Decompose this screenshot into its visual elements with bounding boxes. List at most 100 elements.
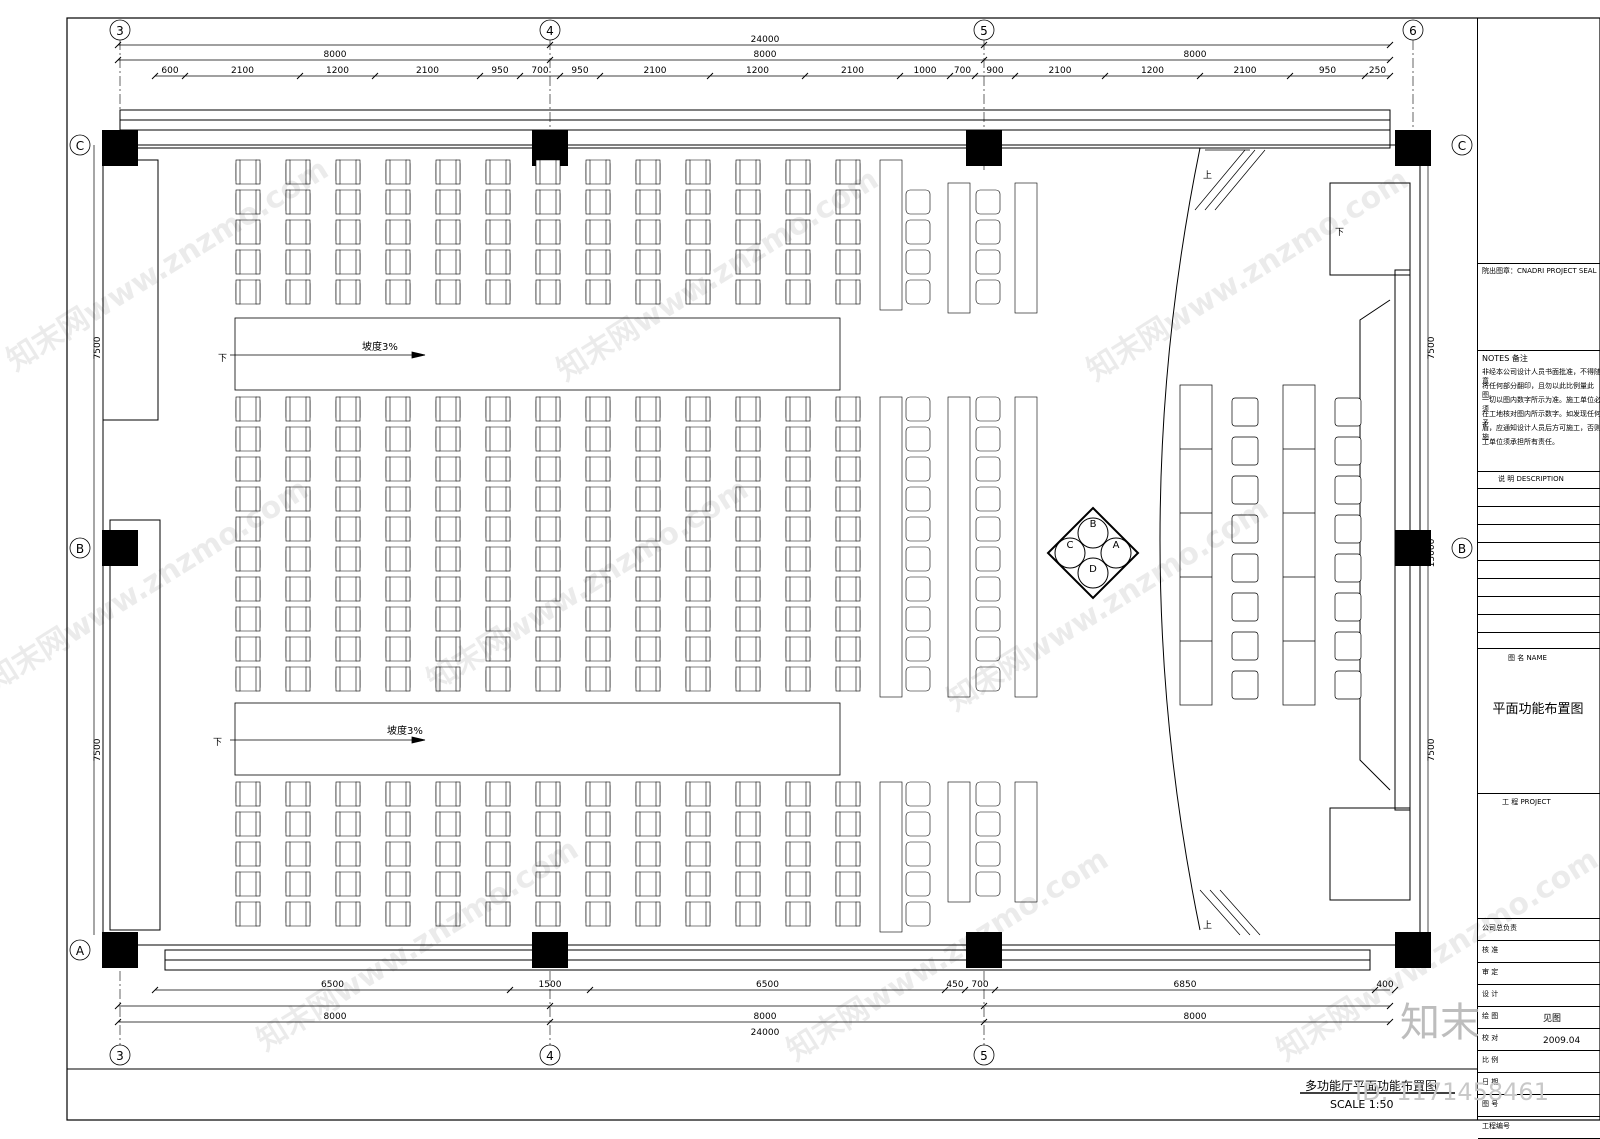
description-rule <box>1478 542 1600 543</box>
auditorium-seat <box>335 189 361 215</box>
auditorium-seat <box>785 781 811 807</box>
auditorium-seat <box>585 486 611 512</box>
dim-detail: 2100 <box>416 66 439 76</box>
auditorium-seat <box>485 486 511 512</box>
auditorium-seat <box>385 781 411 807</box>
auditorium-seat <box>835 396 861 422</box>
slope-label-upper: 坡度3% <box>362 340 398 353</box>
sign-row-label: 核 准 <box>1482 946 1499 954</box>
auditorium-seat <box>975 781 1001 807</box>
auditorium-seat <box>905 811 931 837</box>
auditorium-seat <box>735 159 761 185</box>
axis-label: 5 <box>980 1049 988 1063</box>
auditorium-seat <box>905 841 931 867</box>
auditorium-seat <box>435 841 461 867</box>
desk-strip <box>879 159 903 311</box>
date-value: 2009.04 <box>1543 1036 1581 1046</box>
sign-row-label: 绘 图 <box>1482 1012 1499 1020</box>
sign-row-label: 公司总负责 <box>1482 924 1517 932</box>
auditorium-seat <box>385 606 411 632</box>
auditorium-seat <box>585 841 611 867</box>
sign-row-label: 日 期 <box>1482 1078 1499 1086</box>
auditorium-seat <box>785 576 811 602</box>
auditorium-seat <box>685 841 711 867</box>
sign-row-rule <box>1478 1116 1600 1117</box>
auditorium-seat <box>285 576 311 602</box>
auditorium-seat <box>785 546 811 572</box>
auditorium-seat <box>485 456 511 482</box>
auditorium-seat <box>485 546 511 572</box>
auditorium-seat <box>635 546 661 572</box>
auditorium-seat <box>235 811 261 837</box>
auditorium-seat <box>585 396 611 422</box>
auditorium-seat <box>335 901 361 927</box>
stage-chair <box>1334 475 1362 505</box>
auditorium-seat <box>485 396 511 422</box>
auditorium-seat <box>685 426 711 452</box>
auditorium-seat <box>335 219 361 245</box>
auditorium-seat <box>835 486 861 512</box>
desk-strip <box>947 781 971 903</box>
auditorium-seat <box>835 279 861 305</box>
down-mark-upper: 下 <box>218 354 227 364</box>
auditorium-seat <box>785 811 811 837</box>
auditorium-seat <box>285 396 311 422</box>
auditorium-seat <box>535 249 561 275</box>
structural-column <box>966 130 1002 166</box>
stage-chair <box>1334 514 1362 544</box>
auditorium-seat <box>785 841 811 867</box>
auditorium-seat <box>235 841 261 867</box>
name-label: 图 名 NAME <box>1508 654 1547 662</box>
auditorium-seat <box>385 219 411 245</box>
auditorium-seat <box>975 426 1001 452</box>
auditorium-seat <box>635 841 661 867</box>
auditorium-seat <box>905 636 931 662</box>
dim-left: 7500 <box>93 738 103 761</box>
auditorium-seat <box>285 871 311 897</box>
auditorium-seat <box>835 636 861 662</box>
auditorium-seat <box>585 666 611 692</box>
auditorium-seat <box>385 189 411 215</box>
desk-strip <box>879 396 903 698</box>
notes-line: 盾，应通知设计人员后方可施工，否则施 <box>1482 424 1600 441</box>
auditorium-seat <box>435 426 461 452</box>
axis-label: 6 <box>1409 24 1417 38</box>
auditorium-seat <box>435 486 461 512</box>
lift-label-b: B <box>1090 519 1097 530</box>
auditorium-seat <box>535 606 561 632</box>
auditorium-seat <box>385 841 411 867</box>
auditorium-seat <box>975 871 1001 897</box>
auditorium-seat <box>735 456 761 482</box>
dim-detail: 1200 <box>326 66 349 76</box>
notes-line: 工单位须承担所有责任。 <box>1482 438 1559 446</box>
auditorium-seat <box>235 781 261 807</box>
auditorium-seat <box>785 279 811 305</box>
auditorium-seat <box>535 811 561 837</box>
dim-detail: 2100 <box>1049 66 1072 76</box>
auditorium-seat <box>335 486 361 512</box>
auditorium-seat <box>685 901 711 927</box>
dim-detail: 2100 <box>841 66 864 76</box>
auditorium-seat <box>975 636 1001 662</box>
auditorium-seat <box>335 636 361 662</box>
auditorium-seat <box>835 666 861 692</box>
auditorium-seat <box>335 426 361 452</box>
auditorium-seat <box>635 486 661 512</box>
auditorium-seat <box>975 456 1001 482</box>
auditorium-seat <box>535 189 561 215</box>
auditorium-seat <box>975 189 1001 215</box>
auditorium-seat <box>975 219 1001 245</box>
auditorium-seat <box>905 249 931 275</box>
auditorium-seat <box>535 781 561 807</box>
lift-label-a: A <box>1113 540 1120 551</box>
auditorium-seat <box>785 159 811 185</box>
auditorium-seat <box>835 546 861 572</box>
axis-label: 4 <box>546 1049 554 1063</box>
auditorium-seat <box>735 486 761 512</box>
auditorium-seat <box>235 486 261 512</box>
auditorium-seat <box>905 486 931 512</box>
auditorium-seat <box>535 159 561 185</box>
description-rule <box>1478 632 1600 633</box>
auditorium-seat <box>685 219 711 245</box>
auditorium-seat <box>905 279 931 305</box>
